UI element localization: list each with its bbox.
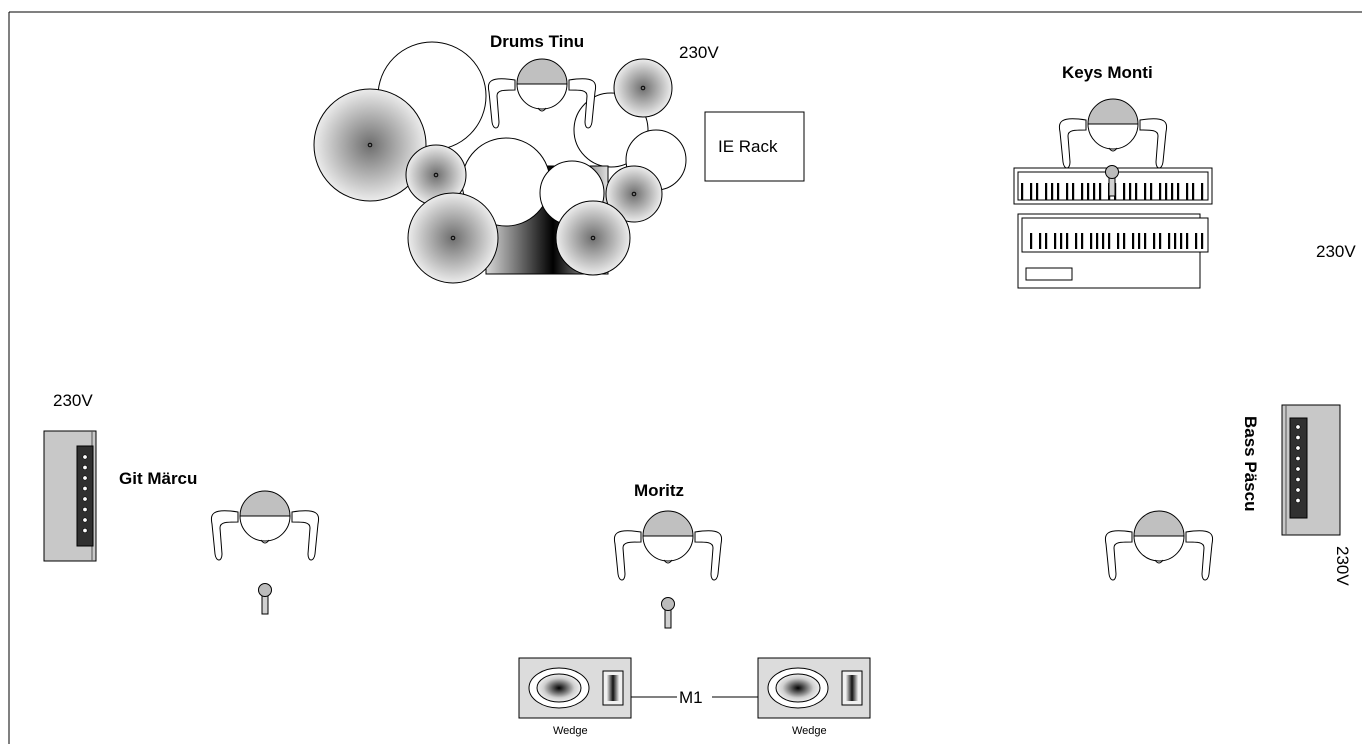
black-key (1060, 233, 1063, 249)
drums-label: Drums Tinu (490, 32, 584, 51)
black-key (1150, 183, 1153, 200)
black-key (1081, 183, 1084, 200)
guitar-label: Git Märcu (119, 469, 197, 488)
black-key (1180, 233, 1183, 249)
black-key (1066, 233, 1069, 249)
black-key (1087, 183, 1090, 200)
wedge-right (757, 657, 871, 719)
black-key (1096, 233, 1099, 249)
amp-jack (1295, 424, 1301, 430)
ie-rack-label: IE Rack (718, 137, 778, 156)
amp-jack (82, 454, 88, 460)
black-key (1195, 233, 1198, 249)
splash-cymbal (605, 165, 663, 223)
amp-jack (82, 517, 88, 523)
keys-power-label: 230V (1316, 242, 1356, 261)
vocal-mic (661, 597, 675, 629)
black-key (1030, 233, 1033, 249)
black-key (1171, 183, 1174, 200)
black-key (1045, 233, 1048, 249)
guitar-player (210, 490, 320, 561)
amp-jack (82, 506, 88, 512)
amp-jack (82, 496, 88, 502)
black-key (1123, 183, 1126, 200)
monitor-mix-label: M1 (679, 688, 703, 707)
amp-jack (1295, 466, 1301, 472)
black-key (1123, 233, 1126, 249)
black-key (1045, 183, 1048, 200)
black-key (1102, 233, 1105, 249)
amp-jack (1295, 455, 1301, 461)
amp-jack (82, 464, 88, 470)
cymbal-right-low (555, 200, 631, 276)
black-key (1192, 183, 1195, 200)
keyboard-rig (1013, 167, 1213, 289)
black-key (1132, 233, 1135, 249)
black-key (1108, 233, 1111, 249)
wedge-left (518, 657, 632, 719)
guitar-mic (258, 583, 272, 615)
black-key (1117, 233, 1120, 249)
crash-cymbal (313, 88, 427, 202)
black-key (1090, 233, 1093, 249)
black-key (1168, 233, 1171, 249)
black-key (1201, 183, 1204, 200)
ie-rack-box (704, 111, 805, 182)
ride-cymbal-top (613, 58, 673, 118)
black-key (1054, 233, 1057, 249)
black-key (1036, 183, 1039, 200)
guitar-power-label: 230V (53, 391, 93, 410)
wedge-right-label: Wedge (792, 725, 827, 737)
black-key (1051, 183, 1054, 200)
black-key (1129, 183, 1132, 200)
drum-kit (313, 41, 687, 284)
keys-player (1058, 98, 1168, 169)
black-key (1135, 183, 1138, 200)
black-key (1159, 233, 1162, 249)
black-key (1153, 233, 1156, 249)
black-key (1177, 183, 1180, 200)
guitar-amp (43, 430, 97, 562)
amp-jack (1295, 445, 1301, 451)
amp-jack (82, 475, 88, 481)
black-key (1093, 183, 1096, 200)
bass-power-label: 230V (1333, 546, 1352, 586)
black-key (1030, 183, 1033, 200)
keys-label: Keys Monti (1062, 63, 1153, 82)
vocals-label: Moritz (634, 481, 684, 500)
black-key (1081, 233, 1084, 249)
amp-jack (82, 527, 88, 533)
black-key (1021, 183, 1024, 200)
black-key (1138, 233, 1141, 249)
amp-jack (1295, 434, 1301, 440)
keys-upper-keybed (1021, 183, 1204, 200)
black-key (1174, 233, 1177, 249)
black-key (1144, 183, 1147, 200)
black-key (1144, 233, 1147, 249)
black-key (1099, 183, 1102, 200)
bass-amp (1281, 404, 1341, 536)
bass-label: Bass Päscu (1241, 416, 1260, 511)
black-key (1039, 233, 1042, 249)
keys-lower-keybed (1030, 233, 1204, 249)
amp-jack (1295, 476, 1301, 482)
black-key (1057, 183, 1060, 200)
vocal-player (613, 510, 723, 581)
black-key (1072, 183, 1075, 200)
amp-jack (1295, 487, 1301, 493)
black-key (1186, 183, 1189, 200)
drums-power-label: 230V (679, 43, 719, 62)
amp-jack (82, 485, 88, 491)
bass-player (1104, 510, 1214, 581)
black-key (1075, 233, 1078, 249)
black-key (1066, 183, 1069, 200)
black-key (1159, 183, 1162, 200)
black-key (1186, 233, 1189, 249)
black-key (1165, 183, 1168, 200)
cymbal-left-low (407, 192, 499, 284)
black-key (1201, 233, 1204, 249)
amp-jack (1295, 497, 1301, 503)
wedge-left-label: Wedge (553, 725, 588, 737)
